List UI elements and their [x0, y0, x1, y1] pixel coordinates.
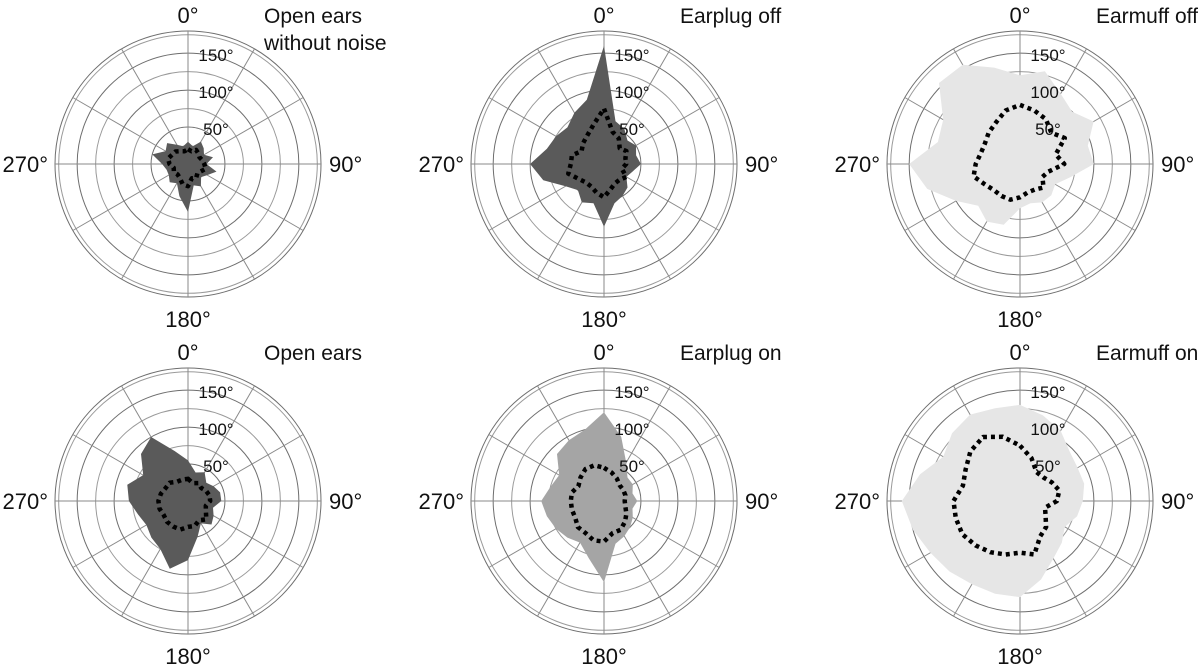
grid-spoke	[187, 97, 304, 165]
series-area	[541, 412, 638, 583]
angular-tick-label: 0°	[177, 340, 198, 365]
radial-tick-label: 150°	[1030, 46, 1065, 65]
panel-title: Earmuff on	[1096, 342, 1198, 365]
series-mean-line	[156, 476, 213, 532]
polar-panel-1: 50° 100° 150°0° 90° 180° 270° Open ears without…	[2, 3, 386, 332]
panel-title: Open ears	[264, 5, 362, 28]
radial-tick-label: 150°	[198, 46, 233, 65]
panel-title: Earmuff off	[1096, 5, 1198, 28]
series-area	[127, 437, 222, 569]
radial-tick-label: 100°	[1030, 83, 1065, 102]
panel-title: Open ears	[264, 342, 362, 365]
series-mean-line	[568, 463, 629, 544]
angular-tick-label: 180°	[997, 307, 1043, 332]
angular-tick-label: 180°	[581, 644, 627, 665]
polar-panel-3: 50° 100° 150°0° 90° 180° 270° Earmuff off	[834, 3, 1198, 332]
series-area	[901, 404, 1085, 598]
series-mean-line	[165, 146, 209, 189]
radial-tick-label: 150°	[198, 383, 233, 402]
radial-tick-label: 100°	[1030, 420, 1065, 439]
series-area	[530, 45, 641, 227]
radial-tick-label: 100°	[614, 420, 649, 439]
polar-panel-6: 50° 100° 150°0° 90° 180° 270° Earmuff on	[834, 340, 1198, 665]
radial-tick-label: 100°	[198, 420, 233, 439]
angular-tick-label: 0°	[1009, 340, 1030, 365]
polar-panel-4: 50° 100° 150°0° 90° 180° 270° Open ears	[2, 340, 362, 665]
radial-tick-label: 50°	[203, 120, 229, 139]
radial-tick-label: 50°	[1035, 457, 1061, 476]
series-area	[909, 64, 1094, 225]
angular-tick-label: 90°	[1161, 489, 1194, 514]
angular-tick-label: 270°	[2, 489, 48, 514]
polar-panel-2: 50° 100° 150°0° 90° 180° 270° Earplug off	[418, 3, 781, 332]
series-mean-line	[951, 434, 1062, 557]
radial-tick-label: 100°	[198, 83, 233, 102]
angular-tick-label: 180°	[997, 644, 1043, 665]
angular-tick-label: 270°	[2, 152, 48, 177]
angular-tick-label: 0°	[593, 340, 614, 365]
angular-tick-label: 270°	[834, 152, 880, 177]
grid-spoke	[121, 48, 189, 165]
radial-tick-label: 50°	[619, 120, 645, 139]
radial-tick-label: 50°	[619, 457, 645, 476]
radial-tick-label: 50°	[1035, 120, 1061, 139]
panel-title: Earplug off	[680, 5, 781, 28]
panel-title: Earplug on	[680, 342, 782, 365]
angular-tick-label: 180°	[165, 307, 211, 332]
angular-tick-label: 270°	[418, 489, 464, 514]
radial-tick-label: 100°	[614, 83, 649, 102]
angular-tick-label: 0°	[1009, 3, 1030, 28]
panel-title: without noise	[263, 32, 387, 55]
radial-tick-label: 150°	[614, 46, 649, 65]
polar-panel-5: 50° 100° 150°0° 90° 180° 270° Earplug on	[418, 340, 781, 665]
angular-tick-label: 0°	[593, 3, 614, 28]
angular-tick-label: 270°	[834, 489, 880, 514]
angular-tick-label: 90°	[745, 152, 778, 177]
radial-tick-label: 150°	[1030, 383, 1065, 402]
radial-tick-label: 50°	[203, 457, 229, 476]
angular-tick-label: 270°	[418, 152, 464, 177]
angular-tick-label: 180°	[165, 644, 211, 665]
angular-tick-label: 0°	[177, 3, 198, 28]
angular-tick-label: 90°	[1161, 152, 1194, 177]
angular-tick-label: 180°	[581, 307, 627, 332]
angular-tick-label: 90°	[745, 489, 778, 514]
series-mean-line	[566, 106, 629, 200]
radial-tick-label: 150°	[614, 383, 649, 402]
series-mean-line	[971, 102, 1068, 202]
angular-tick-label: 90°	[329, 152, 362, 177]
angular-tick-label: 90°	[329, 489, 362, 514]
